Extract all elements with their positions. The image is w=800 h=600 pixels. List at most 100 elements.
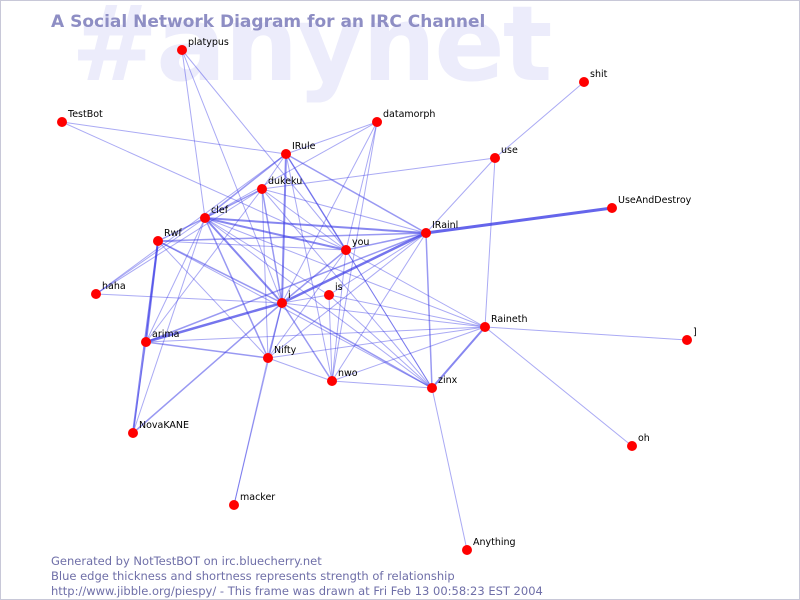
edge-dukeku-haha [95, 188, 263, 295]
edge-nifty-nwo [267, 357, 333, 382]
edge-use-shit [494, 81, 585, 159]
node-clef: clef [200, 205, 229, 223]
node-label-raineth: Raineth [491, 314, 527, 325]
edge-irule-you [285, 153, 347, 251]
node-use: use [490, 145, 518, 163]
node-label-irule: IRule [292, 141, 316, 152]
edge-raineth-nwo [331, 326, 486, 382]
node-dot-use [490, 153, 500, 163]
edge-clef-irainl [204, 217, 427, 234]
node-dot-rbracket [682, 335, 692, 345]
edge-raineth-arima [145, 326, 486, 343]
edge-zinx-dukeku [261, 188, 433, 389]
edge-i-nwo [281, 302, 333, 382]
edge-i-rwf [157, 240, 283, 304]
node-dot-nwo [327, 376, 337, 386]
diagram-title: A Social Network Diagram for an IRC Chan… [51, 12, 486, 32]
node-label-anything: Anything [473, 537, 516, 548]
edge-i-arima [144, 301, 284, 344]
node-anything: Anything [462, 537, 516, 555]
edge-dukeku-use [261, 157, 496, 190]
node-irule: IRule [281, 141, 316, 159]
node-dot-anything [462, 545, 472, 555]
edge-you-dukeku [261, 188, 347, 251]
edge-clef-nifty [204, 217, 269, 359]
node-label-use: use [501, 145, 518, 156]
node-arima: arima [141, 329, 179, 347]
node-rbracket: ] [682, 327, 697, 345]
node-label-zinx: zinx [438, 375, 458, 386]
edge-irainl-zinx [425, 232, 433, 389]
node-label-rwf: Rwf [164, 228, 182, 239]
node-label-testbot: TestBot [67, 109, 103, 120]
edge-clef-platypus [181, 49, 206, 219]
edge-i-macker [233, 302, 283, 506]
edge-zinx-you [345, 249, 433, 389]
edge-arima-nifty [145, 341, 269, 359]
edge-you-testbot [61, 121, 347, 251]
edge-i-novakane [132, 302, 283, 434]
node-dot-i [277, 298, 287, 308]
node-rwf: Rwf [153, 228, 182, 246]
node-i: i [277, 290, 291, 308]
edge-zinx-nwo [331, 380, 433, 389]
edge-dukeku-nifty [261, 188, 269, 359]
node-label-macker: macker [240, 492, 275, 503]
node-dot-dukeku [257, 184, 267, 194]
edge-rwf-you [157, 240, 347, 251]
node-irainl: IRainl [421, 220, 458, 238]
edge-raineth-zinx [431, 326, 486, 389]
node-label-is: is [335, 282, 343, 293]
node-label-irainl: IRainl [432, 220, 458, 231]
edge-arima-novakane [132, 341, 147, 434]
node-label-haha: haha [102, 281, 126, 292]
node-label-oh: oh [638, 433, 650, 444]
node-raineth: Raineth [480, 314, 527, 332]
node-shit: shit [579, 69, 608, 87]
edge-irainl-arima [145, 232, 427, 343]
edge-use-irainl [425, 157, 496, 234]
node-dot-haha [91, 289, 101, 299]
edge-irule-zinx [285, 153, 433, 389]
node-platypus: platypus [177, 37, 229, 55]
node-label-platypus: platypus [188, 37, 229, 48]
node-label-datamorph: datamorph [383, 109, 435, 120]
node-you: you [341, 237, 369, 255]
footer-source-timestamp: http://www.jibble.org/piespy/ - This fra… [51, 584, 543, 598]
edge-rwf-zinx [157, 240, 433, 389]
edge-irainl-you [345, 232, 427, 251]
edge-i-irainl [280, 231, 428, 305]
footer-legend-note: Blue edge thickness and shortness repres… [51, 569, 455, 583]
node-datamorph: datamorph [372, 109, 435, 127]
edge-you-datamorph [345, 121, 378, 251]
edge-irainl-dukeku [261, 188, 427, 234]
edge-irule-dukeku [261, 153, 287, 190]
node-useanddestroy: UseAndDestroy [607, 195, 692, 213]
node-dot-shit [579, 77, 589, 87]
node-label-novakane: NovaKANE [139, 420, 189, 431]
node-dot-platypus [177, 45, 187, 55]
edge-i-clef [204, 217, 283, 304]
edge-i-datamorph [281, 121, 378, 304]
edge-irainl-nwo [331, 232, 427, 382]
edge-raineth-you [345, 249, 486, 328]
node-dot-rwf [153, 236, 163, 246]
node-dot-arima [141, 337, 151, 347]
edge-i-dukeku [261, 188, 283, 304]
node-dot-zinx [427, 383, 437, 393]
edge-i-zinx [281, 302, 433, 389]
node-label-you: you [352, 237, 369, 248]
edge-i-irule [281, 153, 287, 304]
node-label-i: i [288, 290, 291, 301]
edge-zinx-anything [431, 387, 468, 551]
node-dot-oh [627, 441, 637, 451]
edge-irainl-is [328, 232, 427, 296]
node-dot-datamorph [372, 117, 382, 127]
edge-raineth-use [484, 157, 496, 328]
channel-watermark: #anynet [71, 0, 552, 105]
edge-rwf-nifty [157, 240, 269, 359]
edge-clef-arima [145, 217, 206, 343]
edge-clef-novakane [132, 217, 206, 434]
